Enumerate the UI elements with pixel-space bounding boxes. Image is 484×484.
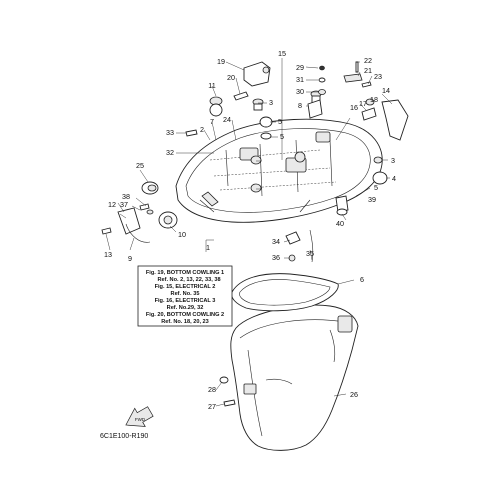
- callout-18: 18: [370, 95, 378, 104]
- callout-29: 29: [296, 63, 304, 72]
- ref-line-2: Ref. No. 2, 13, 22, 33, 38: [157, 277, 220, 283]
- callout-8: 8: [298, 101, 302, 110]
- ref-line-1: Fig. 19, BOTTOM COWLING 1: [146, 270, 224, 276]
- callout-12: 12: [108, 200, 116, 209]
- callout-20: 20: [227, 73, 235, 82]
- callout-15: 15: [278, 49, 286, 58]
- diagram-code: 6C1E100-R190: [100, 433, 148, 440]
- callout-19: 19: [217, 57, 225, 66]
- callout-13: 13: [104, 250, 112, 259]
- reference-box: Fig. 19, BOTTOM COWLING 1 Ref. No. 2, 13…: [137, 265, 233, 327]
- ref-line-7: Fig. 20, BOTTOM COWLING 2: [146, 312, 224, 318]
- callout-22: 22: [364, 56, 372, 65]
- callout-7: 7: [210, 117, 214, 126]
- callout-32: 32: [166, 148, 174, 157]
- callout-30: 30: [296, 87, 304, 96]
- callout-40: 40: [336, 219, 344, 228]
- leader-lines: [105, 58, 393, 407]
- callout-14: 14: [382, 86, 390, 95]
- callout-6: 6: [360, 275, 364, 284]
- callout-numbers: 19 15 20 11 3 5 24 7 2 33 32 5 29 31 30 …: [104, 49, 396, 411]
- gasket-part: [231, 273, 339, 312]
- callout-25: 25: [136, 161, 144, 170]
- lower-cowling-part: [230, 304, 359, 451]
- small-parts: [101, 61, 409, 407]
- callout-36: 36: [272, 253, 280, 262]
- callout-33: 33: [166, 128, 174, 137]
- ref-line-6: Ref. No.29, 32: [167, 305, 204, 311]
- callout-28: 28: [208, 385, 216, 394]
- callout-39: 39: [368, 195, 376, 204]
- ref-line-8: Ref. No. 18, 20, 23: [161, 319, 209, 325]
- ref-line-5: Fig. 16, ELECTRICAL 3: [155, 298, 216, 304]
- callout-17: 17: [359, 99, 367, 108]
- callout-21: 21: [364, 66, 372, 75]
- callout-37: 37: [120, 200, 128, 209]
- front-arrow-label: FWD: [135, 417, 146, 422]
- callout-9: 9: [128, 254, 132, 263]
- callout-3b: 3: [391, 156, 395, 165]
- callout-27: 27: [208, 402, 216, 411]
- callout-34: 34: [272, 237, 280, 246]
- callout-31: 31: [296, 75, 304, 84]
- callout-26: 26: [350, 390, 358, 399]
- callout-3a: 3: [269, 98, 273, 107]
- callout-38: 38: [122, 192, 130, 201]
- callout-16: 16: [350, 103, 358, 112]
- ref-line-3: Fig. 15, ELECTRICAL 2: [155, 284, 216, 290]
- callout-5a: 5: [278, 117, 282, 126]
- ref-line-4: Ref. No. 35: [171, 291, 200, 297]
- callout-5c: 5: [374, 183, 378, 192]
- callout-11: 11: [208, 81, 215, 90]
- callout-2: 2: [200, 125, 204, 134]
- callout-5b: 5: [280, 132, 284, 141]
- callout-23: 23: [374, 72, 382, 81]
- bottom-cowling-tray-part: [175, 118, 383, 223]
- callout-35: 35: [306, 249, 314, 258]
- front-direction-arrow-icon: FWD: [125, 406, 154, 427]
- callout-10: 10: [178, 230, 186, 239]
- callout-24: 24: [223, 115, 231, 124]
- callout-4: 4: [392, 174, 396, 183]
- callout-1: 1: [206, 243, 210, 252]
